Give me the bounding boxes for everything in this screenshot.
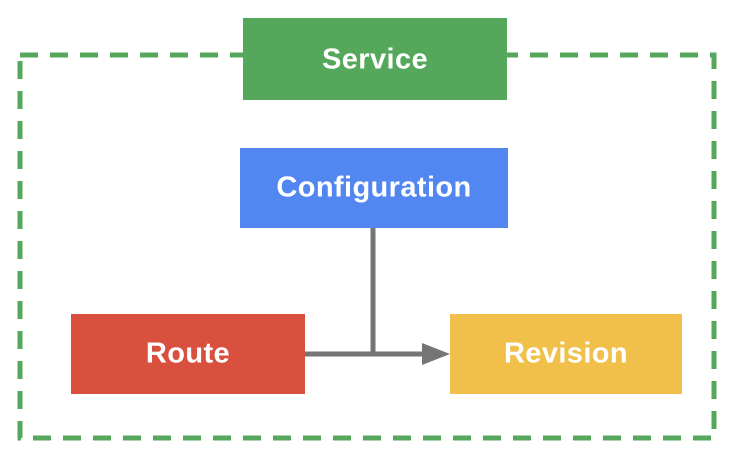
configuration-box[interactable] xyxy=(240,148,508,228)
arrowhead-icon xyxy=(422,343,450,365)
service-label: Service xyxy=(322,44,428,76)
revision-label: Revision xyxy=(504,338,628,370)
node-service[interactable]: Service xyxy=(243,18,507,100)
configuration-label: Configuration xyxy=(276,172,471,204)
node-configuration[interactable]: Configuration xyxy=(240,148,508,228)
service-box[interactable] xyxy=(243,18,507,100)
revision-box[interactable] xyxy=(450,314,682,394)
node-revision[interactable]: Revision xyxy=(450,314,682,394)
node-route[interactable]: Route xyxy=(71,314,305,394)
route-box[interactable] xyxy=(71,314,305,394)
route-label: Route xyxy=(146,338,230,370)
